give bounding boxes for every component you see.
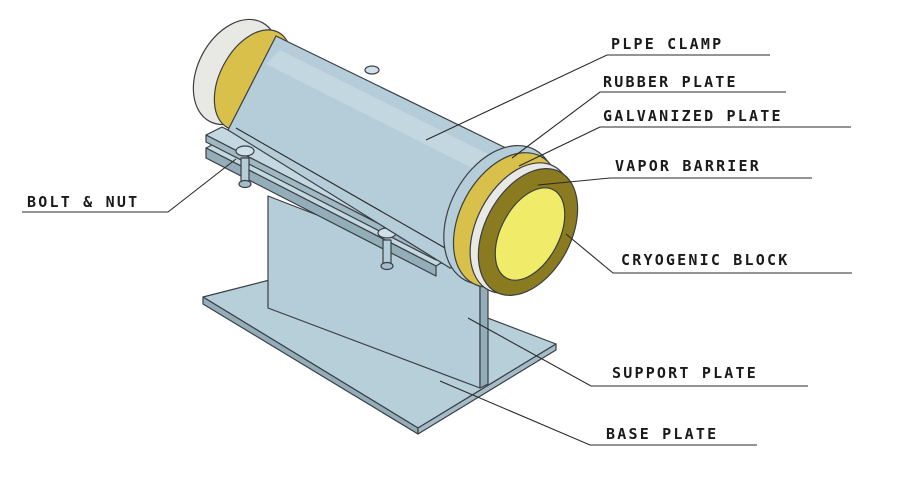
label-rubber-plate: RUBBER PLATE [603, 73, 738, 91]
pipe-clamp-highlight [266, 50, 500, 176]
label-cryogenic-block: CRYOGENIC BLOCK [621, 251, 789, 269]
leader-support-plate [467, 317, 808, 387]
lower-flange-edge [205, 147, 437, 277]
bolt-left [235, 145, 255, 189]
leader-cryogenic-block [565, 233, 852, 274]
base-plate-side-edge [417, 343, 557, 435]
label-pipe-clamp: PLPE CLAMP [611, 35, 723, 53]
leader-galvanized-plate [518, 126, 851, 167]
label-vapor-barrier: VAPOR BARRIER [615, 157, 761, 175]
label-support-plate: SUPPORT PLATE [612, 364, 758, 382]
pipe-clamp-seam [235, 127, 453, 253]
leader-vapor-barrier [537, 177, 812, 186]
pipe-front-end [443, 144, 579, 296]
label-bolt-nut: BOLT & NUT [27, 193, 139, 211]
leader-rubber-plate [511, 91, 786, 159]
cryogenic-block-inner [494, 187, 566, 281]
leader-bolt-nut [22, 158, 237, 213]
label-galvanized-plate: GALVANIZED PLATE [603, 107, 783, 125]
clamp-top-bolt [364, 65, 380, 75]
support-plate-edge [479, 273, 489, 389]
leader-pipe-clamp [425, 54, 770, 141]
label-base-plate: BASE PLATE [606, 425, 718, 443]
leader-base-plate [439, 380, 757, 446]
